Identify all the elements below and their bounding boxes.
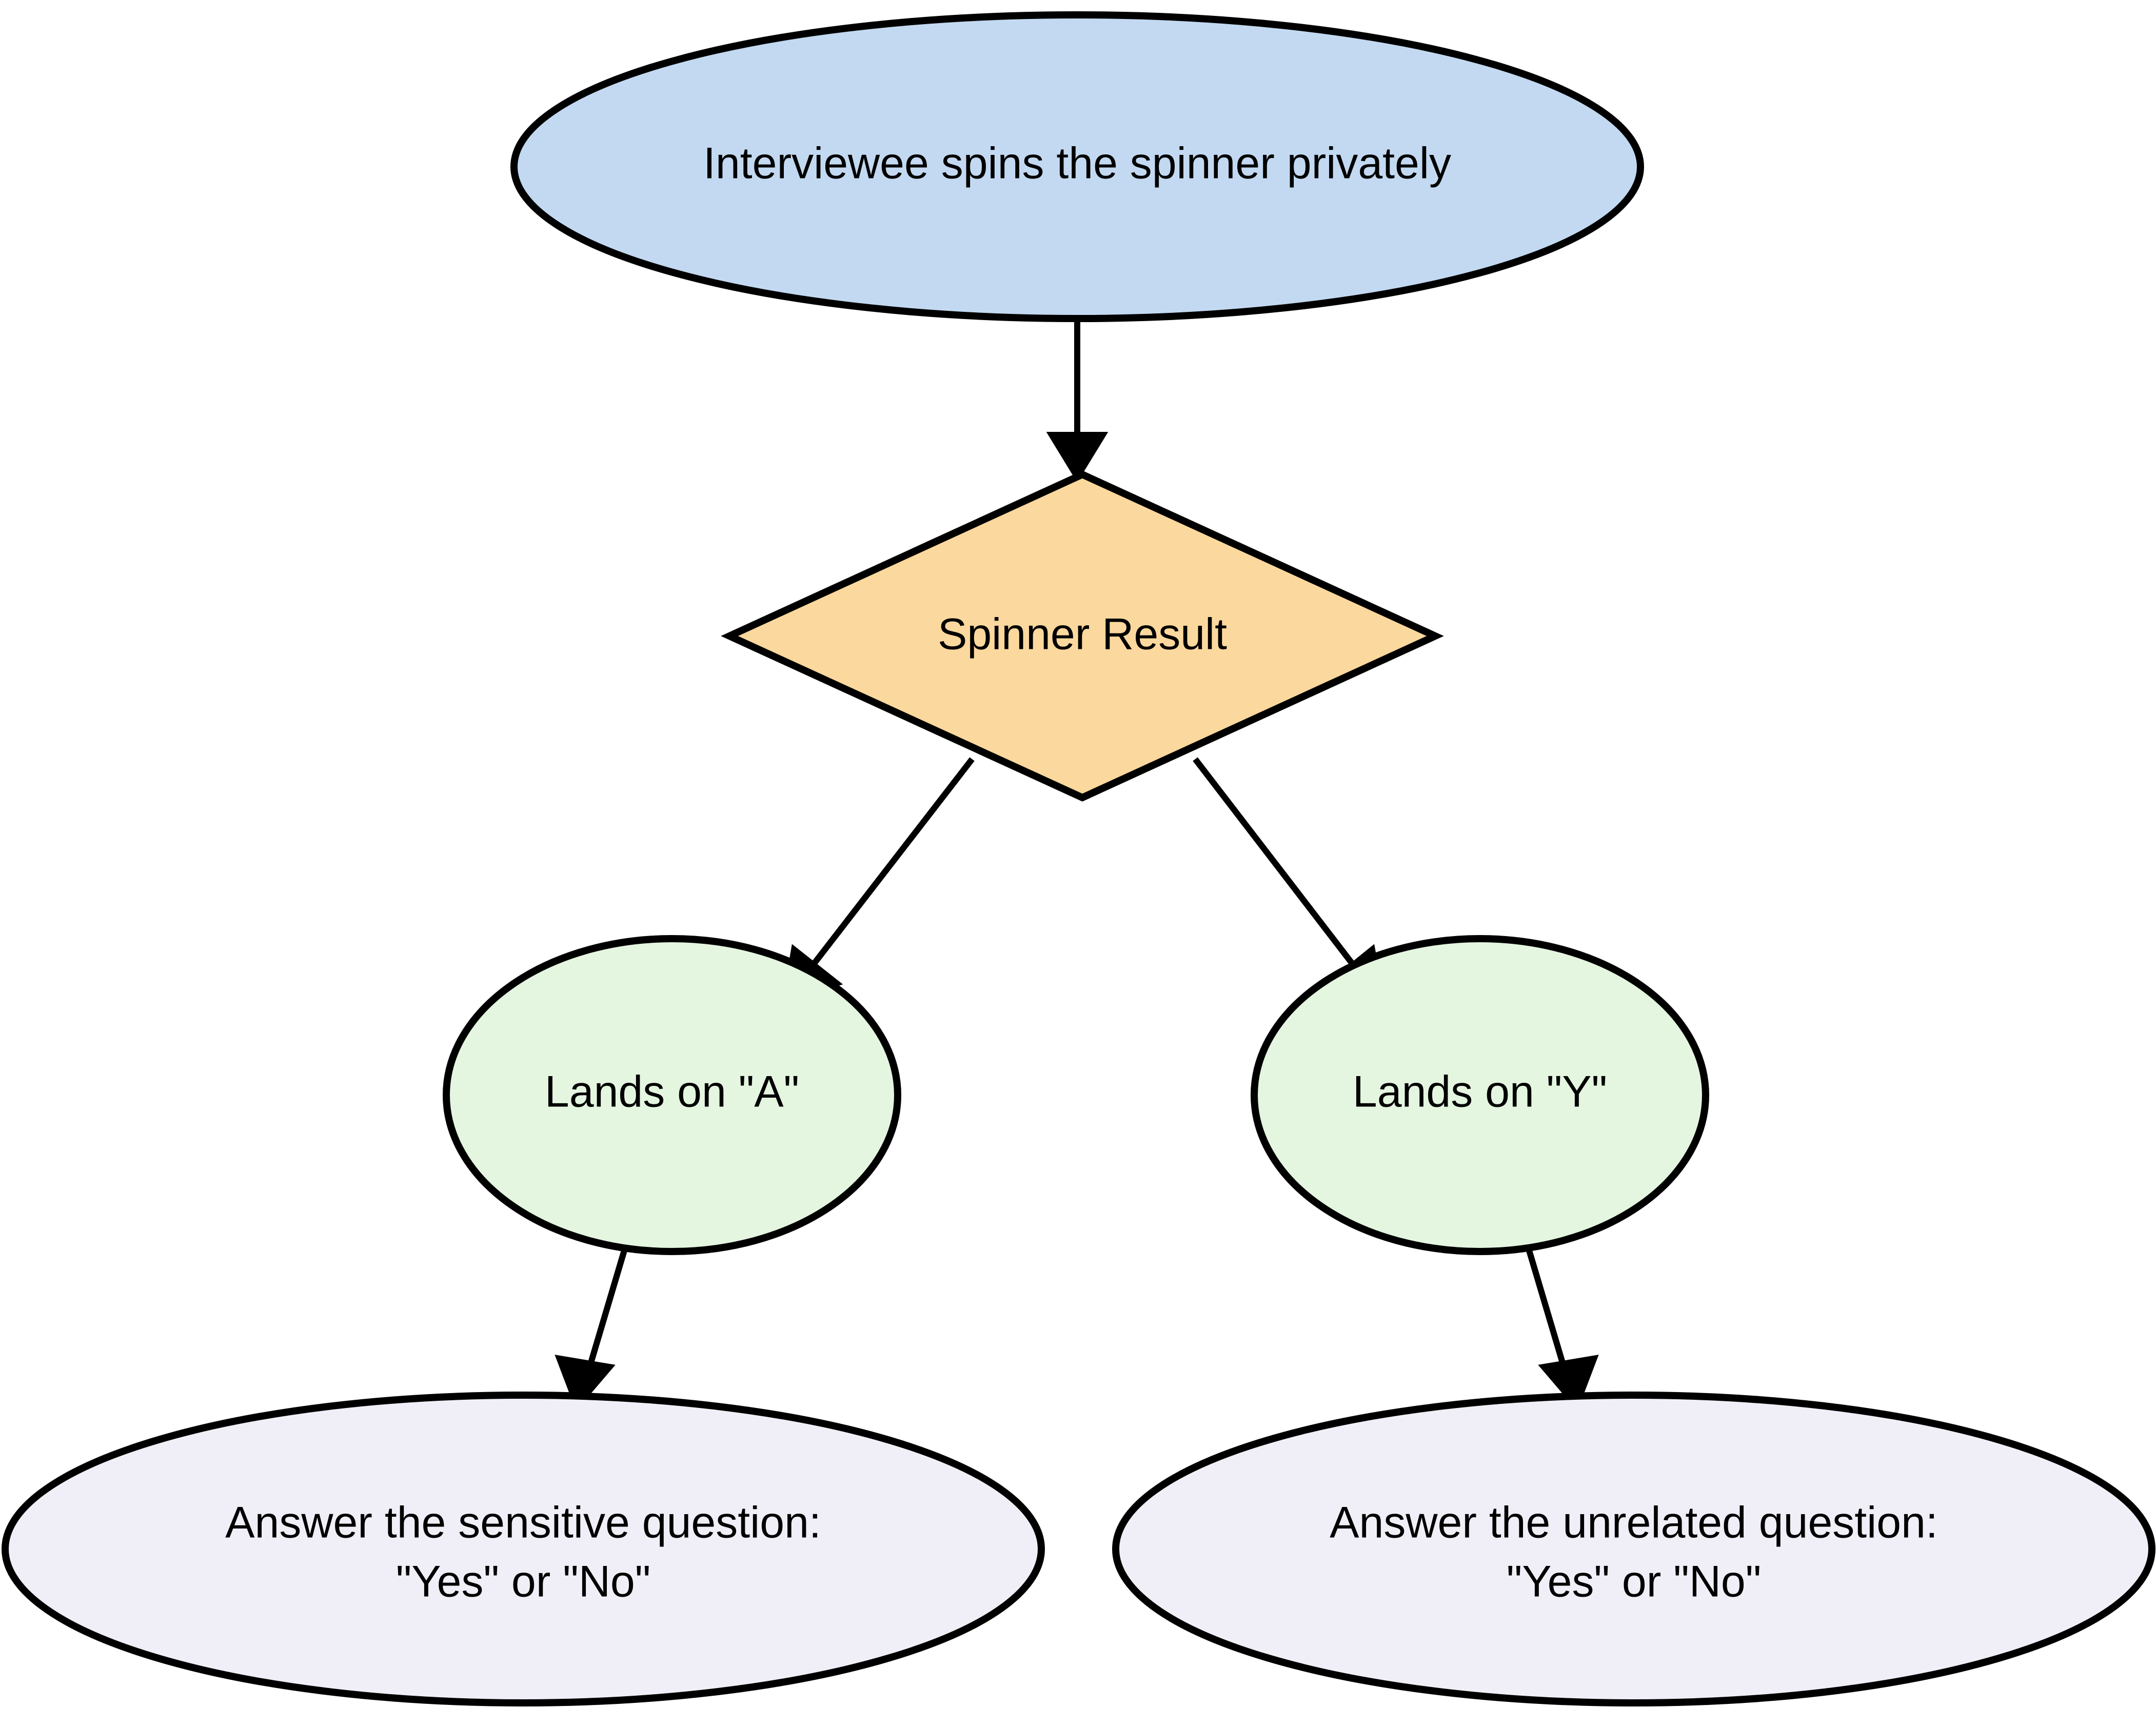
node-start[interactable]: Interviewee spins the spinner privately [510,11,1644,322]
edge-a-sensitive-arrowhead [555,1355,616,1411]
edge-y-unrelated-line [1525,1244,1568,1371]
edge-a-sensitive-line [586,1244,629,1371]
node-answer-sensitive-question[interactable]: Answer the sensitive question: "Yes" or … [2,1392,1045,1706]
edge-decision-a-line [809,757,975,969]
node-answer-unrelated-question[interactable]: Answer the unrelated question: "Yes" or … [1112,1392,2155,1706]
edge-result-a-to-answer-sensitive [555,1244,629,1411]
node-decision-spinner-result[interactable]: Spinner Result [721,470,1444,802]
decision-node-label: Spinner Result [938,610,1227,659]
answer-sensitive-ellipse-shape[interactable] [2,1392,1045,1706]
edge-start-decision-arrowhead [1046,432,1109,483]
edge-result-y-to-answer-unrelated [1525,1244,1599,1411]
decision-diamond-shape[interactable] [721,470,1444,802]
edge-start-to-decision [1046,319,1109,483]
answer-unrelated-ellipse-shape[interactable] [1112,1392,2155,1706]
answer-sensitive-label-line2: "Yes" or "No" [396,1557,651,1606]
answer-unrelated-label-line1: Answer the unrelated question: [1330,1498,1938,1547]
result-y-ellipse-shape[interactable] [1251,935,1709,1255]
start-node-label: Interviewee spins the spinner privately [703,139,1451,188]
result-y-node-label: Lands on "Y" [1353,1067,1607,1117]
node-result-lands-on-a[interactable]: Lands on "A" [443,935,901,1255]
answer-unrelated-label-line2: "Yes" or "No" [1507,1557,1762,1606]
edge-y-unrelated-arrowhead [1538,1355,1599,1411]
result-a-node-label: Lands on "A" [545,1067,799,1117]
result-a-ellipse-shape[interactable] [443,935,901,1255]
edge-decision-y-line [1193,757,1357,969]
node-result-lands-on-y[interactable]: Lands on "Y" [1251,935,1709,1255]
start-ellipse-shape[interactable] [510,11,1644,322]
answer-sensitive-label-line1: Answer the sensitive question: [225,1498,821,1547]
